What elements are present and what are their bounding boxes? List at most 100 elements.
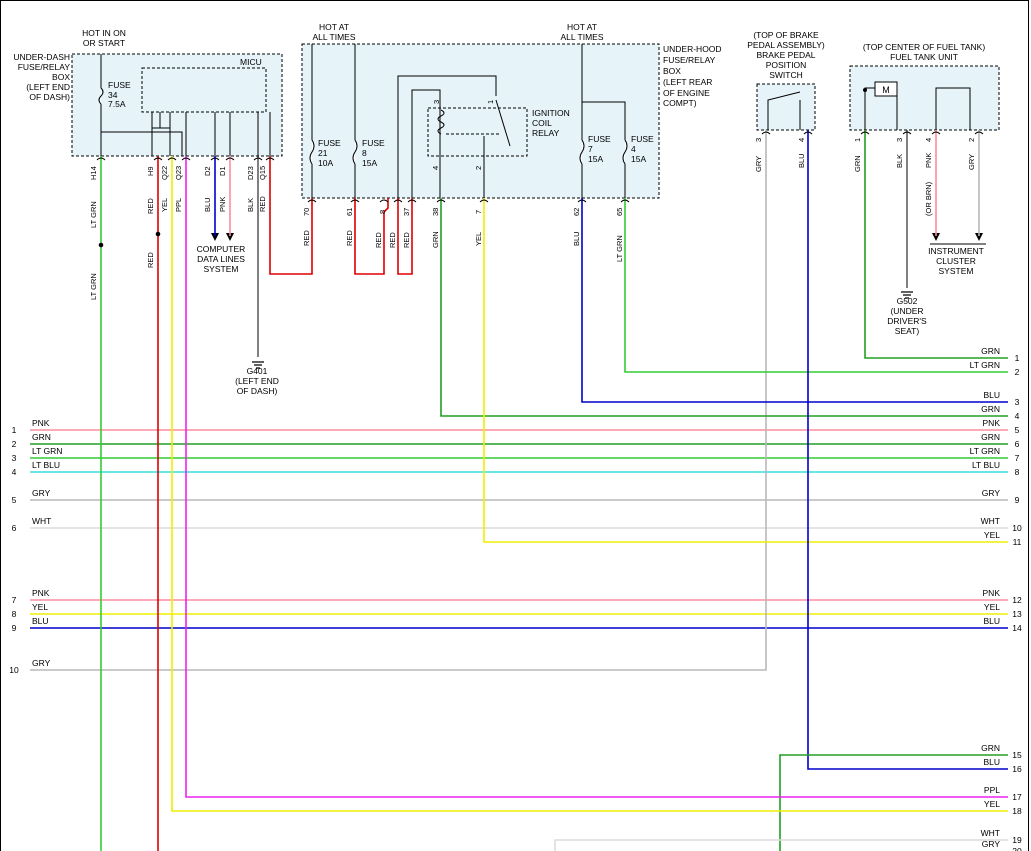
svg-text:(OR BRN): (OR BRN)	[924, 181, 933, 216]
left-pin-number: 9	[12, 623, 17, 633]
svg-text:21: 21	[318, 148, 328, 158]
svg-text:38: 38	[431, 208, 440, 216]
svg-text:(LEFT END: (LEFT END	[26, 82, 70, 92]
svg-text:3: 3	[895, 138, 904, 142]
wire-red-q15	[269, 156, 313, 275]
motor-m-label: M	[882, 85, 890, 95]
arrow-down-icon	[932, 233, 940, 241]
left-wire-color-label: PNK	[32, 588, 50, 598]
svg-text:OF DASH): OF DASH)	[237, 386, 278, 396]
right-pin-number: 17	[1012, 792, 1022, 802]
svg-text:BLU: BLU	[203, 197, 212, 212]
svg-text:7.5A: 7.5A	[108, 99, 126, 109]
left-pin-number: 4	[12, 467, 17, 477]
svg-text:FUSE/RELAY: FUSE/RELAY	[18, 62, 71, 72]
right-wire-color-label: LT BLU	[972, 460, 1000, 470]
right-wire-color-label: BLU	[983, 616, 1000, 626]
svg-text:65: 65	[615, 208, 624, 216]
svg-text:37: 37	[402, 208, 411, 216]
svg-text:H14: H14	[89, 166, 98, 180]
svg-text:10A: 10A	[318, 158, 333, 168]
svg-text:7: 7	[474, 210, 483, 214]
svg-text:8: 8	[362, 148, 367, 158]
svg-text:PPL: PPL	[174, 198, 183, 212]
svg-text:OF ENGINE: OF ENGINE	[663, 88, 710, 98]
svg-text:15A: 15A	[588, 154, 603, 164]
wire-yel-11	[483, 198, 1008, 543]
svg-text:(UNDER: (UNDER	[890, 306, 923, 316]
wire-ppl-17	[185, 156, 1008, 798]
svg-text:RED: RED	[146, 252, 155, 268]
svg-text:HOT AT: HOT AT	[319, 22, 349, 32]
right-wire-color-label: GRY	[982, 839, 1001, 849]
svg-text:34: 34	[108, 90, 118, 100]
svg-text:RED: RED	[374, 232, 383, 248]
svg-text:HOT AT: HOT AT	[567, 22, 597, 32]
svg-text:FUSE: FUSE	[318, 138, 341, 148]
svg-text:COIL: COIL	[532, 118, 552, 128]
fuse-4-icon	[622, 139, 628, 165]
right-pin-number: 16	[1012, 764, 1022, 774]
svg-text:UNDER-HOOD: UNDER-HOOD	[663, 44, 722, 54]
svg-text:LT GRN: LT GRN	[615, 235, 624, 262]
g502-ground-icon	[901, 291, 913, 299]
left-wire-color-label: YEL	[32, 602, 48, 612]
wire-grn-4	[440, 198, 1008, 417]
right-pin-number: 4	[1015, 411, 1020, 421]
under-dash-fuse-box	[71, 53, 283, 157]
svg-text:GRN: GRN	[431, 231, 440, 248]
svg-text:ALL TIMES: ALL TIMES	[561, 32, 604, 42]
right-wire-color-label: BLU	[983, 757, 1000, 767]
svg-text:62: 62	[572, 208, 581, 216]
svg-text:DATA LINES: DATA LINES	[197, 254, 245, 264]
left-wire-color-label: GRY	[32, 658, 51, 668]
left-pin-number: 7	[12, 595, 17, 605]
left-pin-number: 5	[12, 495, 17, 505]
svg-text:RED: RED	[388, 232, 397, 248]
svg-text:RELAY: RELAY	[532, 128, 560, 138]
right-wire-color-label: YEL	[984, 602, 1000, 612]
arrow-down-icon	[975, 233, 983, 241]
svg-text:D1: D1	[218, 166, 227, 176]
svg-text:Q23: Q23	[174, 166, 183, 180]
svg-text:PEDAL ASSEMBLY): PEDAL ASSEMBLY)	[747, 40, 825, 50]
wire-blu-3	[581, 198, 1008, 403]
wire-red-61-8	[354, 198, 389, 275]
svg-text:4: 4	[924, 138, 933, 142]
svg-text:4: 4	[631, 144, 636, 154]
wire-ltgrn-2	[624, 198, 1008, 373]
svg-text:FUSE: FUSE	[108, 80, 131, 90]
svg-text:15A: 15A	[362, 158, 377, 168]
right-pin-number: 3	[1015, 397, 1020, 407]
svg-text:FUEL TANK UNIT: FUEL TANK UNIT	[890, 52, 958, 62]
right-pin-number: 2	[1015, 367, 1020, 377]
wire-wht-19	[554, 839, 1008, 851]
svg-text:HOT IN ON: HOT IN ON	[82, 28, 126, 38]
svg-text:(LEFT REAR: (LEFT REAR	[663, 77, 712, 87]
svg-text:70: 70	[302, 208, 311, 216]
svg-text:3: 3	[432, 100, 441, 104]
right-wire-color-label: GRN	[981, 346, 1000, 356]
right-wire-color-label: PNK	[983, 418, 1001, 428]
svg-text:D2: D2	[203, 166, 212, 176]
svg-text:FUSE/RELAY: FUSE/RELAY	[663, 55, 716, 65]
wire-grn-1	[864, 130, 1008, 359]
right-pin-number: 6	[1015, 439, 1020, 449]
svg-text:3: 3	[754, 138, 763, 142]
svg-text:BOX: BOX	[663, 66, 681, 76]
svg-text:OF DASH): OF DASH)	[29, 92, 70, 102]
svg-text:COMPT): COMPT)	[663, 98, 697, 108]
right-wire-color-label: WHT	[981, 828, 1000, 838]
svg-text:7: 7	[588, 144, 593, 154]
svg-text:POSITION: POSITION	[766, 60, 807, 70]
splice-dots	[98, 231, 161, 248]
wire-grn-15	[779, 754, 1008, 851]
svg-text:FUSE: FUSE	[362, 138, 385, 148]
fuse-21-icon	[309, 139, 315, 165]
right-wire-color-label: GRY	[982, 488, 1001, 498]
svg-text:YEL: YEL	[160, 198, 169, 212]
svg-text:PNK: PNK	[924, 153, 933, 168]
component-labels: HOT IN ON OR START UNDER-DASH FUSE/RELAY…	[13, 22, 985, 396]
